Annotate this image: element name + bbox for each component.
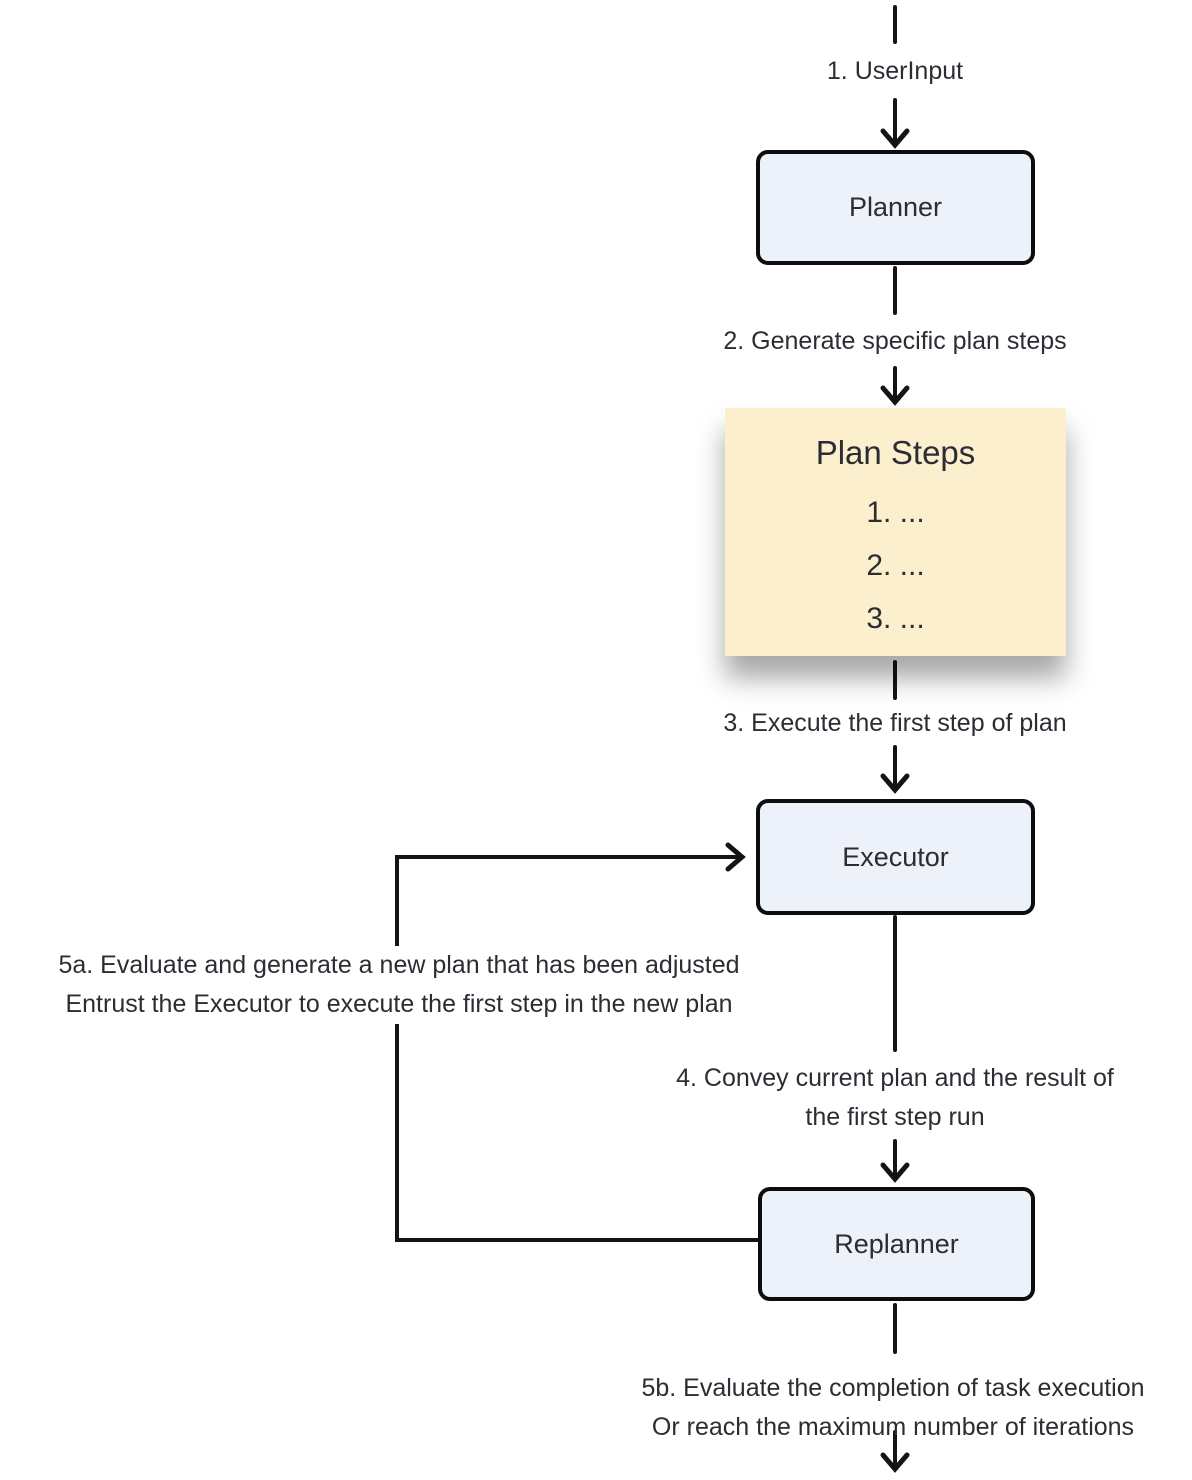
edge-label-completion-line2: Or reach the maximum number of iteration… bbox=[651, 1413, 1135, 1441]
edge-label-userinput: 1. UserInput bbox=[826, 57, 964, 85]
planner-node: Planner bbox=[756, 150, 1035, 265]
plan-steps-title: Plan Steps bbox=[815, 434, 976, 471]
edge-label-generate-plan: 2. Generate specific plan steps bbox=[723, 327, 1067, 355]
arrowhead-into-plansteps bbox=[880, 385, 910, 406]
replanner-label: Replanner bbox=[834, 1228, 959, 1259]
arrowhead-bottom-exit bbox=[880, 1452, 910, 1473]
edge-label-completion: 5b. Evaluate the completion of task exec… bbox=[641, 1369, 1144, 1447]
arrowhead-into-planner bbox=[880, 128, 910, 149]
plan-steps-items: 1. ... 2. ... 3. ... bbox=[725, 486, 1066, 645]
plan-step-item: 2. ... bbox=[866, 549, 925, 582]
edge-label-execute-first-step: 3. Execute the first step of plan bbox=[723, 709, 1067, 737]
executor-node: Executor bbox=[756, 799, 1035, 915]
plan-step-item: 3. ... bbox=[866, 602, 925, 635]
arrowhead-into-executor bbox=[880, 773, 910, 794]
edge-label-completion-line1: 5b. Evaluate the completion of task exec… bbox=[641, 1374, 1145, 1402]
replanner-node: Replanner bbox=[758, 1187, 1035, 1301]
edge-label-convey-result: 4. Convey current plan and the result of… bbox=[676, 1059, 1114, 1137]
arrowhead-into-replanner bbox=[880, 1162, 910, 1183]
edge-label-convey-result-line2: the first step run bbox=[805, 1103, 985, 1131]
edge-label-replan-loop: 5a. Evaluate and generate a new plan tha… bbox=[52, 946, 746, 1024]
executor-label: Executor bbox=[842, 841, 949, 872]
plan-step-item: 1. ... bbox=[866, 496, 925, 529]
arrowhead-loop-into-executor bbox=[725, 842, 746, 872]
edge-label-replan-loop-line1: 5a. Evaluate and generate a new plan tha… bbox=[58, 951, 740, 979]
edge-label-convey-result-line1: 4. Convey current plan and the result of bbox=[676, 1064, 1114, 1092]
plan-steps-note: Plan Steps 1. ... 2. ... 3. ... bbox=[725, 408, 1066, 656]
edge-label-replan-loop-line2: Entrust the Executor to execute the firs… bbox=[65, 990, 733, 1018]
planner-label: Planner bbox=[848, 192, 943, 222]
loop-replanner-to-executor-line bbox=[395, 855, 759, 1242]
